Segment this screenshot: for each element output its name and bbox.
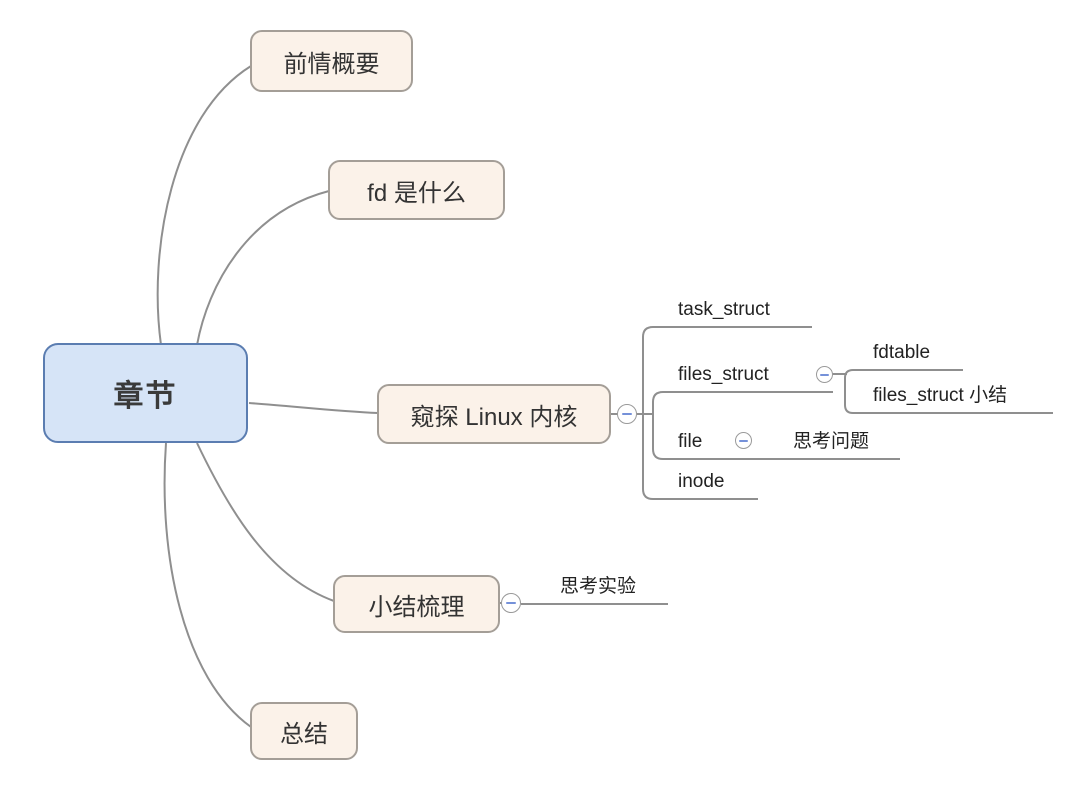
branch-node-qianqinggaiyao[interactable]: 前情概要 <box>250 30 413 92</box>
collapse-button-file[interactable] <box>735 432 752 449</box>
collapse-button-files-struct[interactable] <box>816 366 833 383</box>
minus-icon <box>820 373 829 377</box>
branch-node-label: 小结梳理 <box>368 593 465 621</box>
branch-node-xiaojieshuli[interactable]: 小结梳理 <box>333 575 500 633</box>
line-node-sikaowenti[interactable]: 思考问题 <box>793 431 870 452</box>
root-node-label: 章节 <box>113 380 178 413</box>
branch-node-linux-kernel[interactable]: 窥探 Linux 内核 <box>377 384 611 444</box>
line-node-files-struct[interactable]: files_struct <box>678 364 769 385</box>
branch-node-label: 前情概要 <box>283 50 380 78</box>
branch-node-label: fd 是什么 <box>367 179 466 207</box>
branch-node-label: 窥探 Linux 内核 <box>410 403 578 431</box>
branch-node-zongjie[interactable]: 总结 <box>250 702 358 760</box>
collapse-button-linux-kernel[interactable] <box>617 404 637 424</box>
branch-node-label: 总结 <box>280 720 328 748</box>
line-node-file[interactable]: file <box>678 431 703 452</box>
line-node-sikaoshiyan[interactable]: 思考实验 <box>560 576 637 597</box>
root-node[interactable]: 章节 <box>43 343 248 443</box>
minus-icon <box>622 412 632 416</box>
minus-icon <box>739 439 748 443</box>
minus-icon <box>506 601 516 605</box>
line-node-task-struct[interactable]: task_struct <box>678 299 770 320</box>
collapse-button-xiaojieshuli[interactable] <box>501 593 521 613</box>
line-node-files-struct-summary[interactable]: files_struct 小结 <box>873 385 1008 406</box>
line-node-fdtable[interactable]: fdtable <box>873 342 931 363</box>
line-node-inode[interactable]: inode <box>678 471 725 492</box>
branch-node-fd[interactable]: fd 是什么 <box>328 160 505 220</box>
